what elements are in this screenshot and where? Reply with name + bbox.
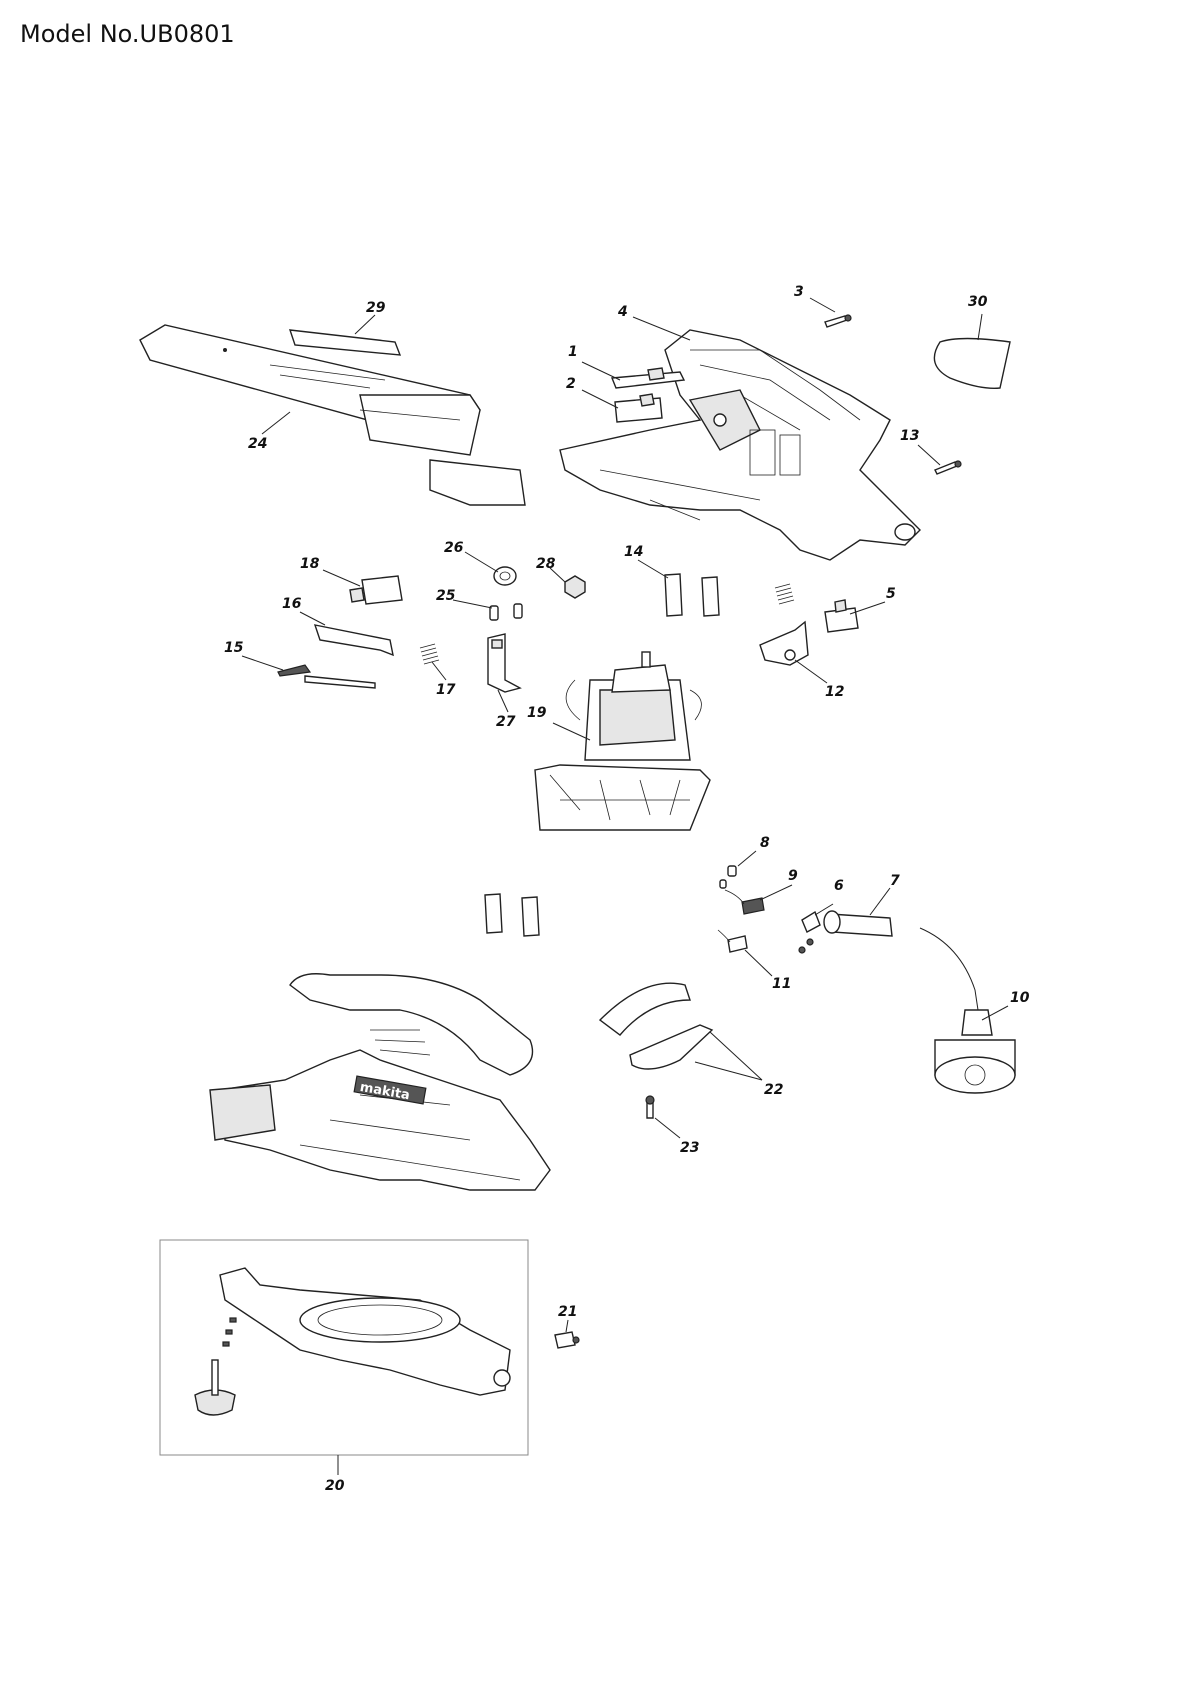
- part-27-bracket: [487, 633, 522, 693]
- part-28-nut: [564, 575, 586, 599]
- label-28: 28: [536, 556, 556, 572]
- label-9: 9: [788, 868, 798, 884]
- label-8: 8: [760, 835, 770, 851]
- label-17: 17: [436, 682, 456, 698]
- label-4: 4: [617, 304, 628, 320]
- part-26-bearing: [493, 566, 517, 586]
- label-7: 7: [890, 873, 900, 889]
- part-24-nozzle-tube: [139, 324, 526, 506]
- label-26: 26: [444, 540, 464, 556]
- part-11-carbon-brush: [717, 929, 748, 953]
- label-2: 2: [566, 376, 576, 392]
- label-10: 10: [1010, 990, 1030, 1006]
- label-11: 11: [772, 976, 791, 992]
- part-3-screw: [824, 314, 852, 328]
- part-14-plates: [664, 573, 720, 617]
- label-29: 29: [366, 300, 386, 316]
- part-10-cord-plug: [919, 927, 1016, 1094]
- part-22-cover-halves: [598, 982, 714, 1070]
- part-13-screw: [934, 460, 962, 475]
- label-19: 19: [527, 705, 547, 721]
- part-2-slide-switch: [614, 393, 663, 423]
- label-12: 12: [825, 684, 844, 700]
- part-18-microswitch: [349, 575, 403, 605]
- label-15: 15: [224, 640, 244, 656]
- label-23: 23: [680, 1140, 699, 1156]
- label-1: 1: [568, 344, 578, 360]
- part-12-bracket: [759, 620, 809, 666]
- label-24: 24: [248, 436, 267, 452]
- part-5-switch: [824, 599, 859, 633]
- part-labels: 1 2 3 4 5 6 7 8 9 10 11 12 13 14 15 16 1…: [224, 284, 1030, 1494]
- part-29-label-strip: [288, 329, 402, 356]
- label-16: 16: [282, 596, 302, 612]
- part-9-carbon-brush: [724, 889, 765, 915]
- label-21: 21: [558, 1304, 577, 1320]
- label-5: 5: [886, 586, 896, 602]
- leader-lines: [241, 297, 1009, 1475]
- part-4-housing: [559, 329, 921, 561]
- part-17-spring: [419, 643, 440, 665]
- label-18: 18: [300, 556, 320, 572]
- label-13: 13: [900, 428, 919, 444]
- part-16-lever: [313, 624, 394, 657]
- model-title: Model No.UB0801: [20, 20, 235, 48]
- part-19-motor-fan: [534, 651, 711, 831]
- label-20: 20: [325, 1478, 345, 1494]
- part-21-clip: [554, 1331, 580, 1349]
- part-25-pins: [489, 603, 523, 621]
- part-spring: [774, 583, 795, 605]
- part-1-switch-knob: [611, 367, 686, 389]
- part-15-trigger-lever: [277, 664, 376, 689]
- assembled-blower: makita: [209, 973, 551, 1191]
- part-30-plate: [933, 337, 1011, 389]
- part-6-cord-clamp: [798, 910, 821, 954]
- part-7-cord-guard: [823, 910, 893, 937]
- part-20-lower-housing: [159, 1239, 529, 1456]
- label-27: 27: [496, 714, 516, 730]
- part-plates-lower: [484, 893, 540, 937]
- label-3: 3: [794, 284, 804, 300]
- label-6: 6: [834, 878, 844, 894]
- label-25: 25: [436, 588, 456, 604]
- part-23-screw: [645, 1095, 655, 1119]
- part-8-brush-cap: [719, 865, 737, 889]
- label-14: 14: [624, 544, 643, 560]
- label-30: 30: [968, 294, 988, 310]
- label-22: 22: [764, 1082, 783, 1098]
